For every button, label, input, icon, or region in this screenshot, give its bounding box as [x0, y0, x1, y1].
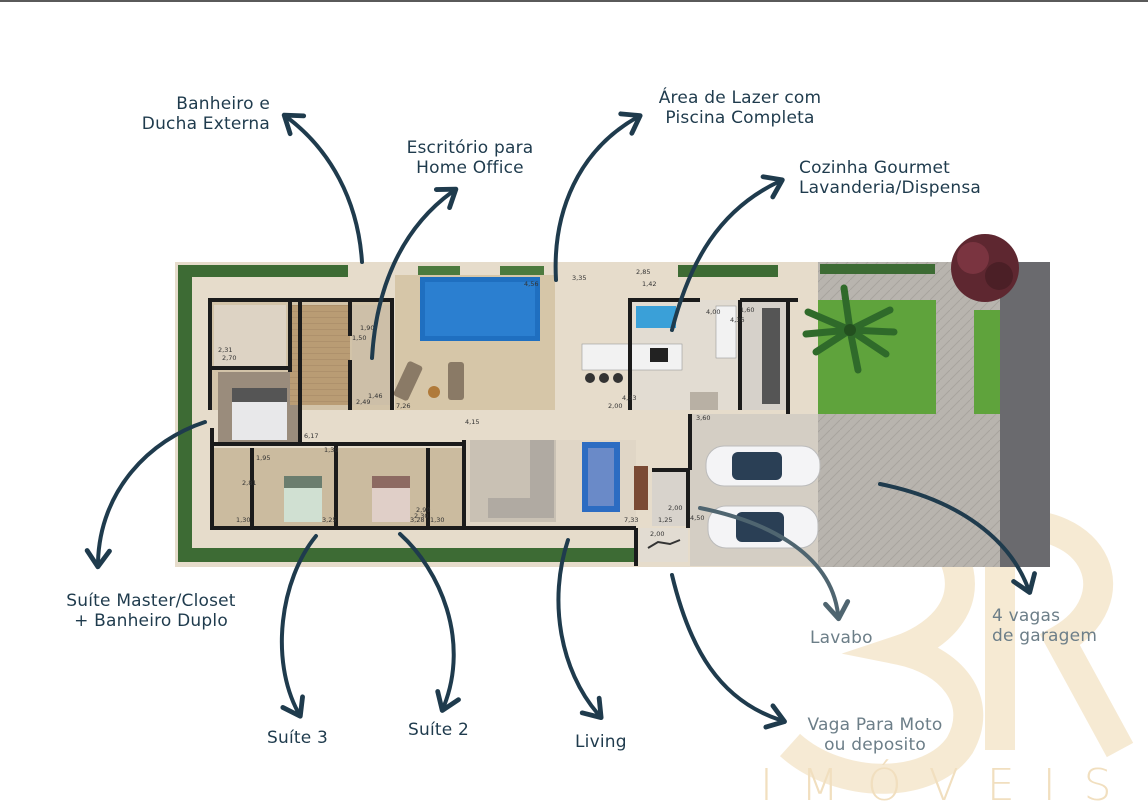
dim-label: 4,33: [622, 394, 636, 402]
watermark-brand: IMÓVEIS: [760, 760, 1140, 811]
dim-label: 1,25: [658, 516, 672, 524]
dim-label: 1,60: [740, 306, 754, 314]
pool-water: [425, 282, 535, 336]
label-living: Living: [575, 732, 627, 752]
dim-label: 4,00: [706, 308, 720, 316]
dimension-labels: 2,31 2,70 1,50 1,90 2,49 1,46 7,26 4,15 …: [218, 268, 754, 538]
lavabo-floor: [652, 470, 688, 526]
dim-label: 3,25: [322, 516, 336, 524]
dim-label: 4,56: [524, 280, 538, 288]
planter-1: [418, 266, 460, 276]
dim-label: 2,00: [608, 402, 622, 410]
arrow-living: [556, 538, 604, 721]
dim-label: 3,35: [572, 274, 586, 282]
dim-label: 2,81: [242, 479, 256, 487]
dim-label: 2,31: [218, 346, 232, 354]
arrow-suite2: [398, 532, 461, 713]
dim-label: 2,85: [636, 268, 650, 276]
bar-stools-icon: [585, 373, 623, 383]
arrow-suite3: [279, 534, 318, 719]
callout-arrows: [84, 111, 1037, 730]
dim-label: 2,00: [650, 530, 664, 538]
dim-label: 1,30: [324, 446, 338, 454]
laundry-counter-icon: [762, 308, 780, 404]
ornamental-tree-icon: [951, 234, 1019, 302]
street: [1000, 262, 1050, 567]
dim-label: 2,30: [414, 512, 428, 520]
sink-icon: [636, 306, 676, 328]
hedge-left: [178, 270, 192, 562]
dim-label: 1,46: [368, 392, 382, 400]
label-lavabo: Lavabo: [810, 628, 873, 648]
car-icon: [705, 445, 821, 487]
hedge-front: [820, 264, 935, 274]
hedge-bottom: [178, 548, 638, 562]
dim-label: 2,70: [222, 354, 236, 362]
dim-label: 6,17: [304, 432, 318, 440]
arrow-moto: [670, 573, 787, 730]
arrow-suite-master: [84, 420, 207, 570]
walls: [208, 298, 798, 566]
dim-label: 7,26: [396, 402, 410, 410]
hedge-top-right: [678, 265, 778, 277]
arrow-cozinha: [670, 174, 785, 332]
dim-label: 4,36: [730, 316, 744, 324]
dim-label: 2,00: [668, 504, 682, 512]
dim-label: 3,60: [696, 414, 710, 422]
dim-label: 4,15: [465, 418, 479, 426]
hedge-top-left: [178, 265, 348, 277]
arrow-lavabo: [698, 506, 851, 622]
motorcycle-icon: [647, 539, 681, 549]
dim-label: 2,90: [416, 506, 430, 514]
dim-label: 1,90: [360, 324, 374, 332]
top-border: [0, 0, 1148, 2]
dim-label: 4,50: [690, 514, 704, 522]
arrow-escritorio: [370, 186, 459, 360]
sun-lounger-icon: [393, 361, 464, 401]
dim-label: 7,33: [624, 516, 638, 524]
palm-tree-icon: [802, 284, 898, 374]
dim-label: 1,95: [256, 454, 270, 462]
label-suite-master: Suíte Master/Closet+ Banheiro Duplo: [66, 591, 236, 631]
dim-label: 1,30: [430, 516, 444, 524]
label-suite3: Suíte 3: [267, 728, 329, 748]
dim-label: 1,30: [236, 516, 250, 524]
arrow-vagas: [878, 482, 1037, 595]
label-suite2: Suíte 2: [408, 720, 470, 740]
dim-label: 1,42: [642, 280, 656, 288]
dim-label: 1,50: [352, 334, 366, 342]
master-bath-floor: [214, 305, 286, 367]
arrow-banheiro: [281, 112, 364, 264]
lawn-strip: [974, 310, 1000, 414]
dim-label: 2,49: [356, 398, 370, 406]
arrow-lazer: [553, 111, 643, 282]
moto-space: [640, 528, 688, 562]
planter-2: [500, 266, 544, 276]
dim-label: 3,28: [410, 516, 424, 524]
